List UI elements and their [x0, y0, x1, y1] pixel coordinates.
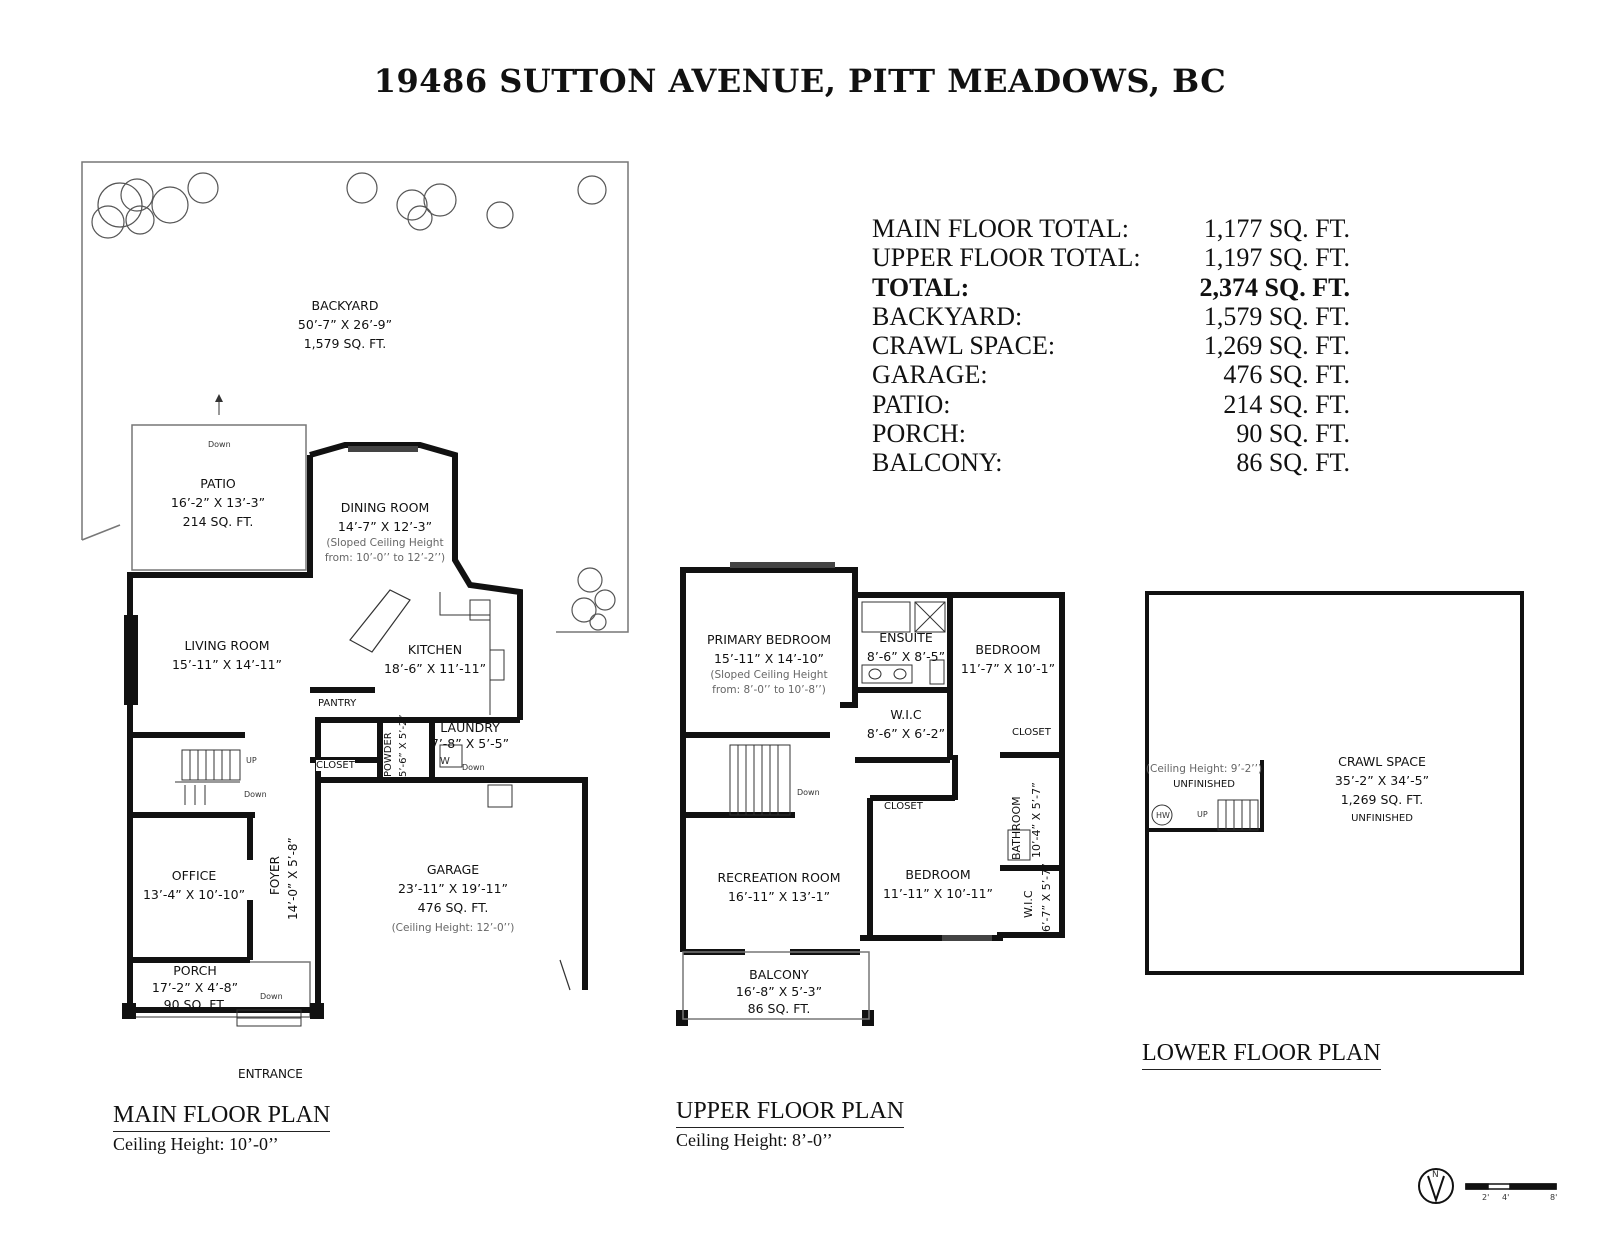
totals-label: BACKYARD:	[872, 301, 1023, 331]
totals-row: PORCH: 90 SQ. FT.	[872, 419, 1350, 448]
crawl-space-label: CRAWL SPACE 35’-2” X 34’-5” 1,269 SQ. FT…	[1334, 754, 1430, 824]
totals-label: BALCONY:	[872, 448, 1003, 478]
laundry-washer-tag: W	[440, 756, 450, 767]
totals-label: PATIO:	[872, 389, 951, 419]
foyer-dims: 14’-0” X 5’-8”	[286, 837, 300, 920]
balcony-outline	[682, 951, 870, 1020]
kitchen-counter	[439, 592, 513, 808]
backyard-label: BACKYARD 50’-7” X 26’-9” 1,579 SQ. FT.	[297, 298, 393, 351]
living-room-label: LIVING ROOM 15’-11” X 14’-11”	[171, 638, 283, 672]
trees	[91, 172, 616, 631]
bedroom-1-label: BEDROOM 11’-7” X 10’-1”	[960, 642, 1056, 676]
main-closet-tag: CLOSET	[316, 760, 355, 771]
bathroom-label: BATHROOM	[1010, 796, 1023, 860]
scale-tick-3: 8'	[1550, 1193, 1558, 1202]
laundry-down-tag: Down	[462, 763, 485, 772]
bedroom-2-closet-tag: CLOSET	[884, 801, 923, 812]
totals-value: 86 SQ. FT.	[1236, 448, 1350, 478]
garage-label: GARAGE 23’-11” X 19’-11” 476 SQ. FT. (Ce…	[391, 862, 515, 934]
totals-value: 90 SQ. FT.	[1236, 419, 1350, 449]
bathroom-dims: 10’-4” X 5’-7”	[1030, 782, 1043, 858]
totals-row: BACKYARD: 1,579 SQ. FT.	[872, 302, 1350, 331]
totals-label: TOTAL:	[872, 272, 970, 302]
lower-ceiling-note: (Ceiling Height: 9’-2’’) UNFINISHED	[1145, 763, 1263, 790]
totals-row: CRAWL SPACE: 1,269 SQ. FT.	[872, 331, 1350, 360]
dining-room-label: DINING ROOM 14’-7” X 12’-3” (Sloped Ceil…	[324, 500, 446, 564]
totals-value: 1,269 SQ. FT.	[1203, 331, 1350, 361]
area-totals-table: MAIN FLOOR TOTAL:1,177 SQ. FT.UPPER FLOO…	[872, 214, 1350, 478]
scale-tick-2: 4'	[1502, 1193, 1510, 1202]
totals-value: 1,177 SQ. FT.	[1203, 214, 1350, 243]
totals-label: UPPER FLOOR TOTAL:	[872, 243, 1141, 273]
lower-floor-plan-label: LOWER FLOOR PLAN	[1142, 1040, 1381, 1070]
lower-stairs	[1151, 799, 1259, 831]
recreation-room-label: RECREATION ROOM 16’-11” X 13’-1”	[717, 870, 841, 904]
kitchen-label: KITCHEN 18’-6” X 11’-11”	[383, 642, 487, 676]
porch-label: PORCH 17’-2” X 4’-8” 90 SQ. FT.	[151, 963, 239, 1012]
stairs-up-tag: UP	[246, 756, 257, 765]
totals-label: PORCH:	[872, 419, 966, 449]
totals-value: 1,197 SQ. FT.	[1203, 243, 1350, 273]
foyer-label: FOYER	[268, 856, 282, 895]
office-label: OFFICE 13’-4” X 10’-10”	[142, 868, 246, 902]
compass-icon	[1418, 1168, 1454, 1204]
bedroom-1-closet-tag: CLOSET	[1012, 727, 1051, 738]
totals-value: 2,374 SQ. FT.	[1199, 272, 1350, 302]
patio-outline	[131, 424, 307, 571]
patio-label: PATIO 16’-2” X 13’-3” 214 SQ. FT.	[170, 476, 266, 529]
water-heater-tag: HW	[1156, 811, 1170, 820]
powder-label: POWDER	[383, 732, 394, 777]
totals-row: MAIN FLOOR TOTAL: 1,177 SQ. FT.	[872, 214, 1350, 243]
totals-label: MAIN FLOOR TOTAL:	[872, 214, 1129, 243]
ensuite-label: ENSUITE 8’-6” X 8’-5”	[866, 630, 946, 664]
main-floor-plan-label: MAIN FLOOR PLAN Ceiling Height: 10’-0’’	[113, 1102, 331, 1154]
main-stairs	[175, 749, 241, 805]
totals-row: TOTAL: 2,374 SQ. FT.	[872, 273, 1350, 302]
wic-2-dims: 6’-7” X 5’-7”	[1040, 863, 1053, 932]
totals-value: 214 SQ. FT.	[1223, 389, 1350, 419]
upper-stairs-down-tag: Down	[797, 788, 820, 797]
backyard-boundary	[81, 161, 629, 633]
primary-bedroom-label: PRIMARY BEDROOM 15’-11” X 14’-10” (Slope…	[707, 632, 831, 696]
totals-value: 476 SQ. FT.	[1223, 360, 1350, 390]
bedroom-2-label: BEDROOM 11’-11” X 10’-11”	[882, 867, 994, 901]
totals-row: GARAGE: 476 SQ. FT.	[872, 360, 1350, 389]
lower-floor-plan-walls	[1145, 591, 1524, 975]
laundry-label: LAUNDRY 7’-8” X 5’-5”	[430, 720, 510, 751]
entrance-label: ENTRANCE	[238, 1067, 303, 1081]
pantry-tag: PANTRY	[318, 698, 357, 709]
balcony-label: BALCONY 16’-8” X 5’-3” 86 SQ. FT.	[735, 967, 823, 1016]
totals-row: BALCONY: 86 SQ. FT.	[872, 448, 1350, 477]
totals-label: CRAWL SPACE:	[872, 331, 1056, 361]
stairs-down-tag: Down	[244, 790, 267, 799]
upper-stairs	[729, 744, 791, 816]
porch-down-tag: Down	[260, 992, 283, 1001]
totals-row: PATIO: 214 SQ. FT.	[872, 390, 1350, 419]
kitchen-island	[349, 589, 411, 653]
totals-label: GARAGE:	[872, 360, 988, 390]
upper-floor-plan-label: UPPER FLOOR PLAN Ceiling Height: 8’-0’’	[676, 1098, 905, 1150]
wic-primary-label: W.I.C 8’-6” X 6’-2”	[866, 707, 946, 741]
totals-value: 1,579 SQ. FT.	[1203, 301, 1350, 331]
totals-row: UPPER FLOOR TOTAL: 1,197 SQ. FT.	[872, 243, 1350, 272]
patio-down-label: Down	[208, 440, 231, 449]
lower-stairs-up-tag: UP	[1197, 810, 1208, 819]
page-title: 19486 SUTTON AVENUE, PITT MEADOWS, BC	[373, 62, 1227, 100]
scale-tick-1: 2'	[1482, 1193, 1490, 1202]
wic-2-label: W.I.C	[1022, 890, 1035, 918]
powder-dims: 5’-6” X 5’-2”	[398, 714, 409, 777]
scale-bar	[1465, 1183, 1557, 1190]
compass-north-label: N	[1432, 1170, 1439, 1180]
